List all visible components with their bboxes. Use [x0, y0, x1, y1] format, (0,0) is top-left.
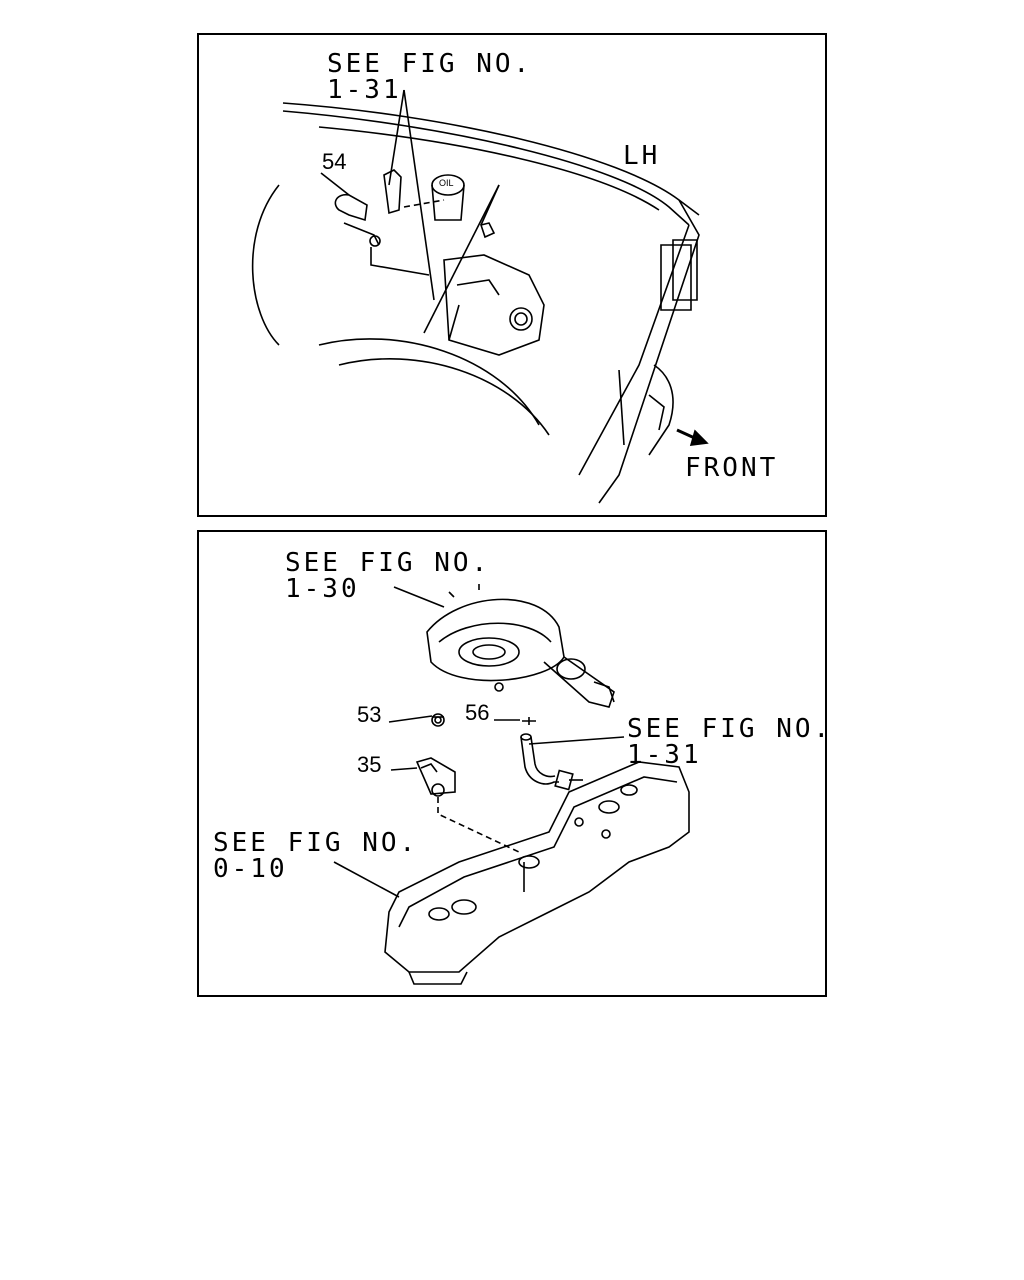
front-direction-label: FRONT — [685, 453, 779, 483]
see-fig-reference-label-hose: SEE FIG NO. — [627, 714, 833, 744]
part-number-callout: 35 — [357, 752, 382, 777]
see-fig-reference-number: 1-31 — [327, 75, 402, 105]
top-diagram-panel: SEE FIG NO. 1-31 LH FRONT 54 OIL — [197, 33, 827, 517]
part-number-callout: 54 — [322, 149, 347, 174]
see-fig-reference-label-air-cleaner: SEE FIG NO. — [285, 548, 491, 578]
bottom-diagram-panel: SEE FIG NO. 1-30 SEE FIG NO. 1-31 SEE FI… — [197, 530, 829, 997]
engine-bay-lh-drawing — [199, 35, 825, 515]
part-number-callout: 53 — [357, 702, 382, 727]
see-fig-reference-number-hose: 1-31 — [627, 740, 702, 770]
see-fig-reference-label-head-cover: SEE FIG NO. — [213, 828, 419, 858]
see-fig-reference-number-head-cover: 0-10 — [213, 854, 288, 884]
oil-cap-marking: OIL — [439, 178, 454, 188]
see-fig-reference-number-air-cleaner: 1-30 — [285, 574, 360, 604]
side-indicator-label: LH — [623, 141, 661, 171]
part-number-callout: 56 — [465, 700, 490, 725]
see-fig-reference-label: SEE FIG NO. — [327, 49, 533, 79]
air-cleaner-and-cylinder-head-cover-drawing — [199, 532, 825, 995]
